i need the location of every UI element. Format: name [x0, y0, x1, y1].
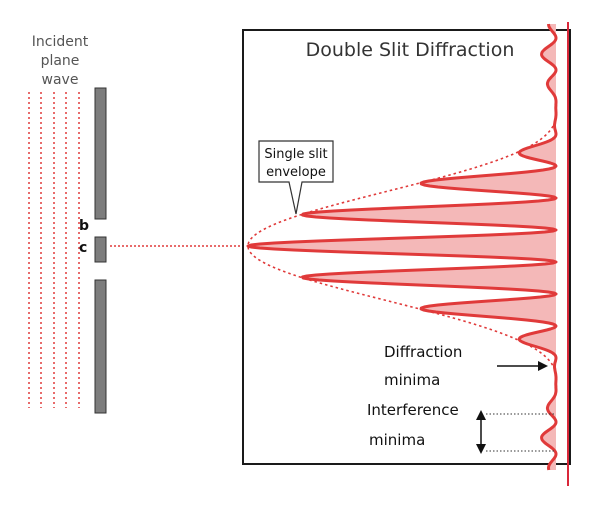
interference-pattern-curve — [246, 23, 558, 471]
diagram-title: Double Slit Diffraction — [306, 39, 515, 61]
envelope-callout-line-2: envelope — [266, 165, 326, 180]
single-slit-envelope-curve — [247, 109, 557, 383]
incident-wavefronts — [28, 92, 80, 408]
diffraction-minima-label-line-2: minima — [384, 371, 440, 389]
envelope-callout-box — [258, 140, 334, 215]
diffraction-minima-label-line-1: Diffraction — [384, 343, 462, 361]
barrier-bottom-segment — [94, 279, 107, 414]
slit-width-label: b — [79, 218, 89, 234]
incident-label-line-2: plane — [41, 53, 80, 69]
diffraction-minima-arrow — [497, 361, 548, 371]
interference-minima-guides — [486, 413, 556, 452]
barrier-top-segment — [94, 87, 107, 220]
incident-label-line-3: wave — [42, 72, 79, 88]
envelope-callout-line-1: Single slit — [264, 147, 327, 162]
envelope-callout: Single slit envelope — [258, 140, 334, 215]
interference-minima-arrow — [476, 410, 486, 454]
barrier-middle-segment — [94, 236, 107, 263]
pattern-frame — [242, 29, 571, 465]
interference-pattern-fill — [248, 24, 556, 470]
interference-minima-label-line-2: minima — [369, 431, 425, 449]
slit-barrier — [94, 87, 107, 414]
slit-separation-label: c — [79, 240, 87, 256]
interference-minima-label-line-1: Interference — [367, 401, 459, 419]
incident-label-line-1: Incident — [32, 34, 89, 50]
